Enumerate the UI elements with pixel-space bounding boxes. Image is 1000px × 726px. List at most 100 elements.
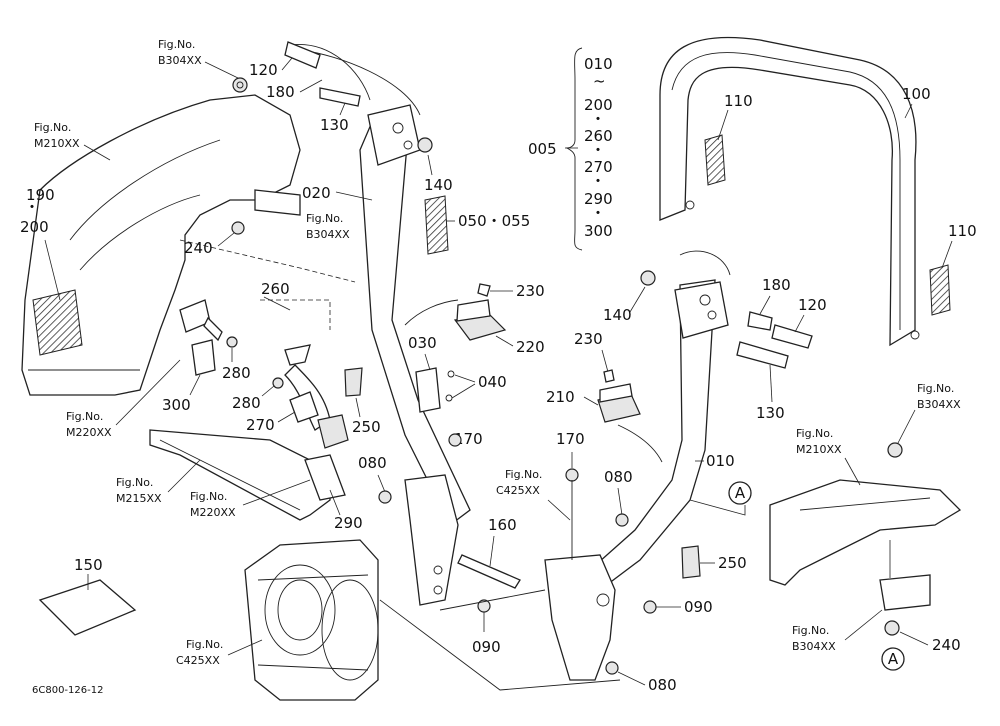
callout-label: A (735, 484, 746, 502)
left-fender (21, 77, 301, 396)
diagram-code: 6C800-126-12 (32, 685, 103, 696)
fig-label: Fig.No. (505, 468, 542, 481)
part-label: 150 (74, 556, 103, 574)
part-label: 080 (358, 454, 387, 472)
part-label: 230 (516, 282, 545, 300)
fig-label: Fig.No. (917, 382, 954, 395)
part-label: 140 (424, 176, 453, 194)
fig-ref-b304: B304XX (306, 228, 350, 241)
fig-ref-m210: M210XX (796, 443, 842, 456)
part-label: 030 (408, 334, 437, 352)
fig-label: Fig.No. (116, 476, 153, 489)
fig-label: Fig.No. (186, 638, 223, 651)
part-label: 230 (574, 330, 603, 348)
callout-label: A (888, 650, 899, 668)
part-label: 040 (478, 373, 507, 391)
part-label: 290 (584, 190, 613, 208)
part-label: 140 (603, 306, 632, 324)
callout-circle (728, 481, 752, 505)
fig-ref-c425: C425XX (496, 484, 540, 497)
fig-ref-b304: B304XX (158, 54, 202, 67)
part-label: 005 (528, 140, 557, 158)
tilde: ~ (593, 72, 606, 90)
right-fender (769, 442, 962, 586)
fig-ref-c425: C425XX (176, 654, 220, 667)
fig-ref-b304: B304XX (792, 640, 836, 653)
svg-text:・: ・ (590, 172, 605, 190)
part-label: 240 (932, 636, 961, 654)
part-label: 090 (472, 638, 501, 656)
part-label: 110 (724, 92, 753, 110)
part-label: 180 (266, 83, 295, 101)
part-label: 170 (454, 430, 483, 448)
fig-label: Fig.No. (66, 410, 103, 423)
svg-text:・: ・ (590, 204, 605, 222)
part-label: 090 (684, 598, 713, 616)
part-label: 220 (516, 338, 545, 356)
part-label: 270 (246, 416, 275, 434)
svg-text:・: ・ (590, 110, 605, 128)
part-label: 200 (584, 96, 613, 114)
clamp-plate (415, 367, 441, 413)
part-label: 110 (948, 222, 977, 240)
upper-bracket (254, 189, 301, 216)
fig-label: Fig.No. (158, 38, 195, 51)
part-label: 250 (352, 418, 381, 436)
fig-ref-m215: M215XX (116, 492, 162, 505)
part-label: 130 (320, 116, 349, 134)
part-label: 260 (261, 280, 290, 298)
lower-right-bracket (879, 574, 931, 611)
part-label: 270 (584, 158, 613, 176)
part-label: 170 (556, 430, 585, 448)
fig-label: Fig.No. (190, 490, 227, 503)
svg-text:・: ・ (590, 141, 605, 159)
part-label: 120 (798, 296, 827, 314)
part-label: 180 (762, 276, 791, 294)
svg-text:・: ・ (24, 198, 39, 216)
lower-bar (457, 554, 521, 589)
part-label: 280 (222, 364, 251, 382)
fig-ref-b304: B304XX (917, 398, 961, 411)
part-label: 200 (20, 218, 49, 236)
right-rops-post (544, 250, 813, 681)
callout-circle (881, 647, 905, 671)
fig-label: Fig.No. (306, 212, 343, 225)
rops-top-frame (659, 36, 951, 347)
operator-manual (38, 579, 137, 636)
fig-label: Fig.No. (796, 427, 833, 440)
part-label: 080 (604, 468, 633, 486)
part-label: 010 (706, 452, 735, 470)
part-label: 250 (718, 554, 747, 572)
left-rops-post (284, 41, 471, 606)
support-brackets (149, 339, 346, 521)
seat-belt-assembly (179, 221, 356, 449)
part-label: 160 (488, 516, 517, 534)
fender-nut (232, 77, 248, 93)
part-label: 100 (902, 85, 931, 103)
part-label: 240 (184, 239, 213, 257)
part-label: 260 (584, 127, 613, 145)
fig-ref-m220: M220XX (190, 506, 236, 519)
part-label: 020 (302, 184, 331, 202)
part-label: 130 (756, 404, 785, 422)
frame-decal (929, 264, 951, 316)
part-label: 300 (584, 222, 613, 240)
fig-label: Fig.No. (792, 624, 829, 637)
rops-decal (424, 195, 449, 255)
part-label: 290 (334, 514, 363, 532)
part-label: 210 (546, 388, 575, 406)
fender-reflector (32, 289, 83, 356)
part-label: 050・055 (458, 212, 530, 230)
part-label: 300 (162, 396, 191, 414)
frame-decal (704, 134, 726, 186)
fig-ref-m210: M210XX (34, 137, 80, 150)
part-label: 010 (584, 55, 613, 73)
bolt (378, 490, 392, 504)
transmission-case (244, 539, 379, 701)
part-label: 080 (648, 676, 677, 694)
part-label: 190 (26, 186, 55, 204)
fig-label: Fig.No. (34, 121, 71, 134)
part-label: 280 (232, 394, 261, 412)
fig-ref-m220: M220XX (66, 426, 112, 439)
